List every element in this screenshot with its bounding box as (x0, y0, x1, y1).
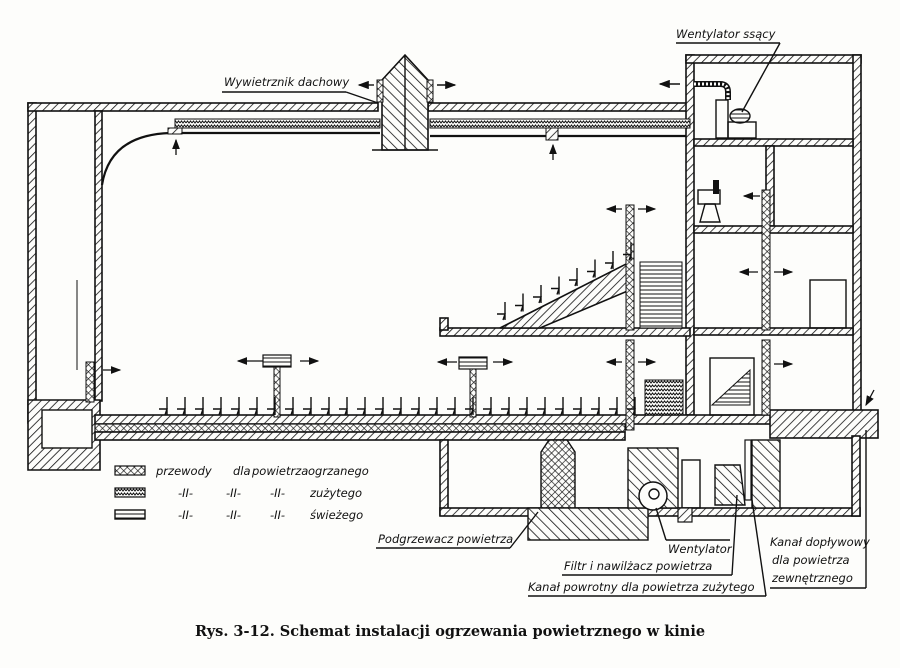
suction-fan-icon (729, 108, 751, 124)
legend-text: powietrza (251, 464, 308, 478)
legend-desc: świeżego (310, 508, 363, 522)
seat (429, 397, 438, 416)
basement-plant (527, 439, 781, 541)
seat (627, 397, 636, 416)
legend-text: -II- (270, 486, 285, 500)
legend-text: -II- (226, 486, 241, 500)
air-flow-arrows (76, 205, 875, 418)
seat (357, 397, 366, 416)
label-intake-duct-3: zewnętrznego (771, 571, 853, 585)
seat (573, 397, 582, 416)
legend-desc: zużytego (309, 486, 362, 500)
seat (321, 397, 330, 416)
seat (497, 302, 506, 321)
seat (533, 285, 542, 304)
building-shell (27, 54, 879, 517)
legend-item-fresh: -II- -II- -II- świeżego (114, 508, 363, 522)
seat (375, 397, 384, 416)
seat (393, 397, 402, 416)
seat (159, 397, 168, 416)
seat (537, 397, 546, 416)
seat (285, 397, 294, 416)
seat (609, 397, 618, 416)
legend-text: -II- (226, 508, 241, 522)
seat-rows (159, 242, 636, 416)
seat (339, 397, 348, 416)
seat (483, 397, 492, 416)
seat (501, 397, 510, 416)
label-return-duct: Kanał powrotny dla powietrza zużytego (528, 580, 755, 594)
seat (623, 242, 632, 261)
seat (177, 397, 186, 416)
seat (213, 397, 222, 416)
fan-icon (638, 481, 668, 511)
label-air-preheater: Podgrzewacz powietrza (378, 532, 513, 546)
legend-text: przewody (155, 464, 212, 478)
seat (231, 397, 240, 416)
legend-item-used: -II- -II- -II- zużytego (114, 486, 362, 500)
seat (267, 397, 276, 416)
seat (519, 397, 528, 416)
ceiling-ducts (100, 79, 757, 186)
legend-text: -II- (270, 508, 285, 522)
seat (465, 397, 474, 416)
legend-item-heated: przewody dla powietrza ogrzanego (114, 464, 369, 478)
projection-room-fan (697, 180, 760, 223)
legend-desc: ogrzanego (308, 464, 369, 478)
seat (605, 251, 614, 270)
seat (303, 397, 312, 416)
seat (587, 259, 596, 278)
legend-swatch-light (114, 509, 146, 520)
legend-swatch-wavy (114, 487, 146, 498)
seat (551, 276, 560, 295)
legend-swatch-crosshatch (114, 465, 146, 476)
label-intake-duct-2: dla powietrza (772, 553, 850, 567)
seat (591, 397, 600, 416)
seat (515, 293, 524, 312)
legend-text: -II- (178, 486, 193, 500)
label-filter-humidifier: Filtr i nawilżacz powietrza (564, 559, 712, 573)
leader-lines (222, 42, 867, 597)
label-fan: Wentylator (668, 542, 733, 556)
figure-caption: Rys. 3-12. Schemat instalacji ogrzewania… (195, 623, 705, 640)
legend-text: dla (233, 464, 251, 478)
label-intake-duct-1: Kanał dopływowy (770, 535, 870, 549)
seat (569, 268, 578, 287)
legend: przewody dla powietrza ogrzanego -II- -I… (114, 464, 369, 522)
label-suction-fan: Wentylator ssący (676, 27, 776, 41)
legend-text: -II- (178, 508, 193, 522)
seat (195, 397, 204, 416)
seat (555, 397, 564, 416)
seat (447, 397, 456, 416)
label-roof-ventilator: Wywietrznik dachowy (224, 75, 349, 89)
seat (249, 397, 258, 416)
roof-ventilator (357, 53, 457, 151)
seat (411, 397, 420, 416)
